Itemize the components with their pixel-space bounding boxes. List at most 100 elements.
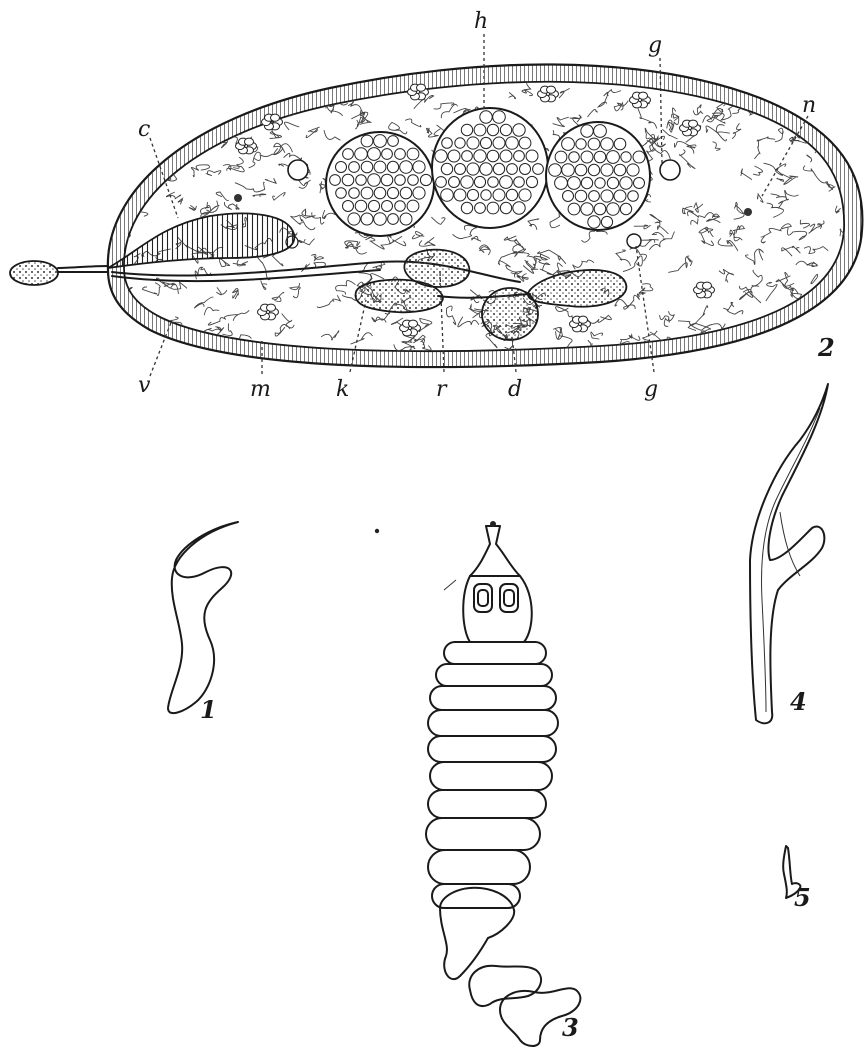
egg-cell xyxy=(519,137,531,149)
egg-cell xyxy=(407,200,419,212)
egg-cell xyxy=(628,191,639,202)
egg-cell xyxy=(400,161,413,174)
egg-cell xyxy=(474,176,485,187)
cytoplasm-squiggle xyxy=(724,349,741,357)
egg-cell xyxy=(563,191,574,202)
egg-cell xyxy=(368,174,381,187)
egg-cell xyxy=(381,174,393,186)
egg-cell xyxy=(601,164,613,176)
egg-cell xyxy=(435,150,447,162)
cytoplasm-squiggle xyxy=(122,134,129,146)
label-m: m xyxy=(250,377,271,402)
egg-cell xyxy=(467,137,479,149)
egg-cell xyxy=(449,177,460,188)
egg-cell xyxy=(627,164,639,176)
egg-cell xyxy=(620,203,631,214)
figure-2-organism: c h g n v m k r d g 2 xyxy=(10,9,862,402)
egg-cell xyxy=(562,138,575,151)
egg-cell xyxy=(461,176,474,189)
cytoplasm-squiggle xyxy=(110,193,126,204)
egg-cell xyxy=(361,161,373,173)
egg-cell xyxy=(601,138,614,151)
body-segment xyxy=(428,850,530,884)
cytoplasm-squiggle xyxy=(786,334,794,341)
egg-cell xyxy=(575,190,587,202)
egg-cell xyxy=(601,216,612,227)
egg-cell xyxy=(562,164,575,177)
egg-cell xyxy=(336,162,347,173)
label-g-top: g xyxy=(648,33,662,58)
egg-cell xyxy=(408,175,419,186)
stray-dot xyxy=(375,529,379,533)
egg-cell xyxy=(576,139,586,149)
egg-cell xyxy=(487,124,498,135)
egg-cell xyxy=(500,150,512,162)
egg-cell xyxy=(493,189,505,201)
cytoplasm-squiggle xyxy=(227,88,239,102)
rosette-lobe xyxy=(579,316,588,323)
egg-cell xyxy=(493,137,505,149)
egg-cell xyxy=(336,188,347,199)
body-segment xyxy=(436,664,552,686)
egg-cell xyxy=(620,177,632,189)
label-r: r xyxy=(436,377,448,402)
rosette-lobe xyxy=(267,304,276,311)
rosette-lobe xyxy=(703,282,712,289)
egg-cell xyxy=(595,178,605,188)
rosette-lobe xyxy=(689,120,698,127)
egg-cell xyxy=(487,202,499,214)
egg-cell xyxy=(594,151,606,163)
rosette-lobe xyxy=(245,138,254,145)
figure-1-number: 1 xyxy=(200,695,217,724)
label-h: h xyxy=(474,9,488,34)
label-d: d xyxy=(508,377,522,402)
egg-cell xyxy=(474,150,486,162)
egg-cell xyxy=(581,125,593,137)
egg-cell xyxy=(569,152,580,163)
figure-3-number: 3 xyxy=(562,1013,579,1042)
egg-cell xyxy=(382,201,393,212)
label-k: k xyxy=(336,377,349,402)
cytoplasm-squiggle xyxy=(191,130,200,136)
egg-cell xyxy=(555,151,567,163)
cytoplasm-squiggle xyxy=(816,109,832,126)
egg-cell xyxy=(461,202,472,213)
egg-cell xyxy=(474,124,486,136)
egg-cell xyxy=(634,178,645,189)
egg-cell xyxy=(368,200,379,211)
proboscis xyxy=(10,261,108,285)
egg-cell xyxy=(526,176,537,187)
cytoplasm-squiggle xyxy=(173,123,179,132)
egg-cell xyxy=(361,187,373,199)
egg-cell xyxy=(349,162,360,173)
body-segment xyxy=(430,686,556,710)
egg-cell xyxy=(493,111,506,124)
egg-cell xyxy=(514,151,525,162)
egg-cell xyxy=(413,161,425,173)
egg-cell xyxy=(614,190,626,202)
egg-cell xyxy=(368,148,381,161)
egg-cell xyxy=(513,124,525,136)
egg-cell xyxy=(420,174,431,185)
label-c: c xyxy=(138,117,150,142)
egg-cell xyxy=(407,148,419,160)
egg-cell xyxy=(413,187,425,199)
egg-cell xyxy=(387,187,398,198)
cytoplasm-squiggle xyxy=(827,314,839,318)
egg-cell xyxy=(507,164,518,175)
egg-cell xyxy=(488,177,499,188)
egg-cell xyxy=(513,202,525,214)
body-segment xyxy=(430,762,552,790)
egg-cell xyxy=(395,201,406,212)
cytoplasm-squiggle xyxy=(843,136,859,143)
egg-cell xyxy=(519,189,531,201)
cytoplasm-squiggle xyxy=(158,121,176,134)
body-segment xyxy=(428,790,546,818)
egg-cell xyxy=(349,188,360,199)
egg-cell xyxy=(520,164,531,175)
egg-cell xyxy=(400,213,412,225)
egg-cell xyxy=(568,177,581,190)
egg-cell xyxy=(481,190,491,200)
egg-cell xyxy=(400,187,412,199)
egg-cell xyxy=(581,177,592,188)
